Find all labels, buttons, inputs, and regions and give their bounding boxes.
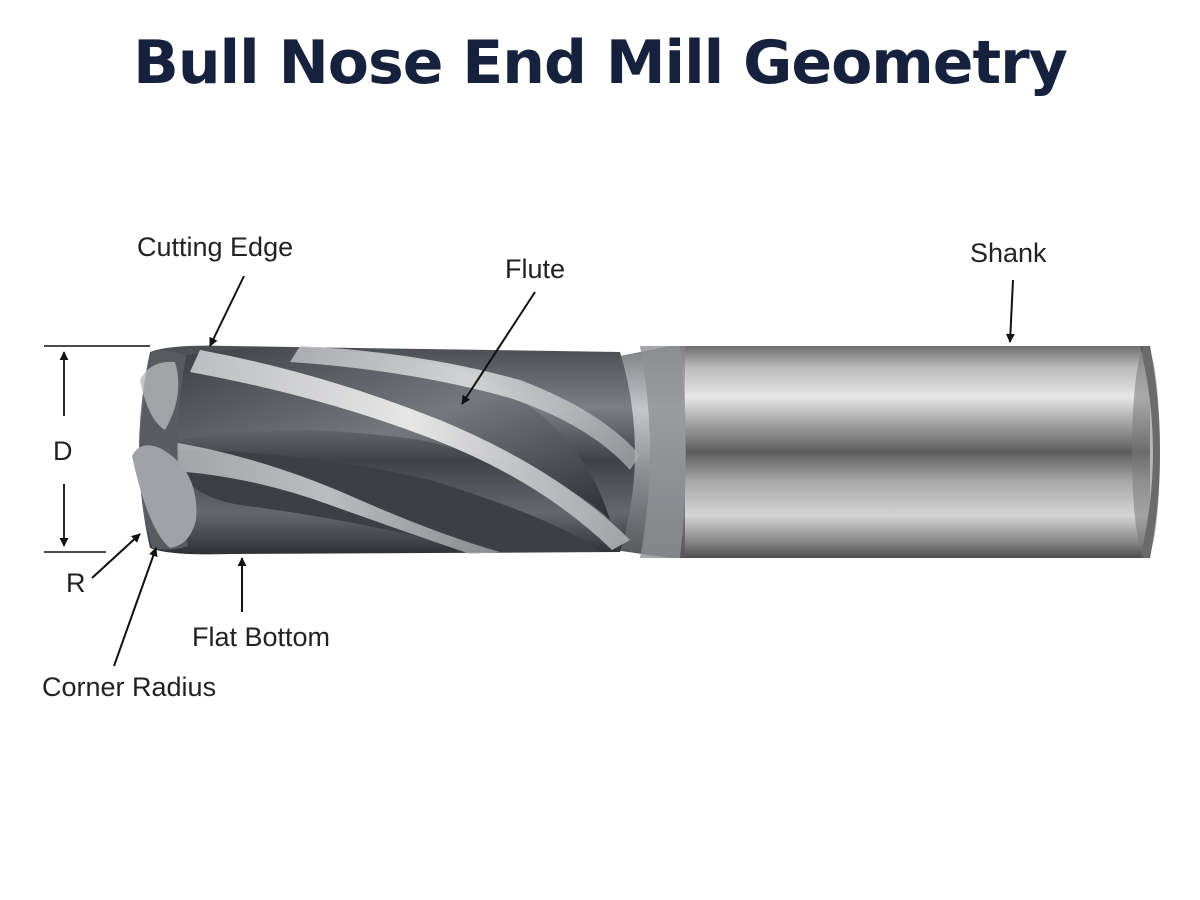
flute-arrow (461, 291, 536, 405)
diameter-label: D (53, 436, 73, 466)
corner-radius-label: Corner Radius (42, 672, 217, 702)
radius-arrow (91, 533, 141, 579)
radius-label: R (66, 568, 86, 598)
page-title: Bull Nose End Mill Geometry (133, 28, 1068, 98)
diameter-dimension (44, 345, 150, 553)
flat-bottom-label: Flat Bottom (192, 622, 331, 652)
corner-radius-arrow (113, 547, 158, 667)
shank-body (670, 346, 1160, 558)
cutter-tip (132, 350, 197, 550)
fluted-body (139, 345, 640, 555)
flute-label: Flute (505, 254, 566, 284)
cutting-edge-label: Cutting Edge (137, 232, 294, 262)
shank-arrow (1005, 279, 1015, 343)
cutting-edge-arrow (209, 275, 245, 347)
shank-label: Shank (970, 238, 1047, 268)
